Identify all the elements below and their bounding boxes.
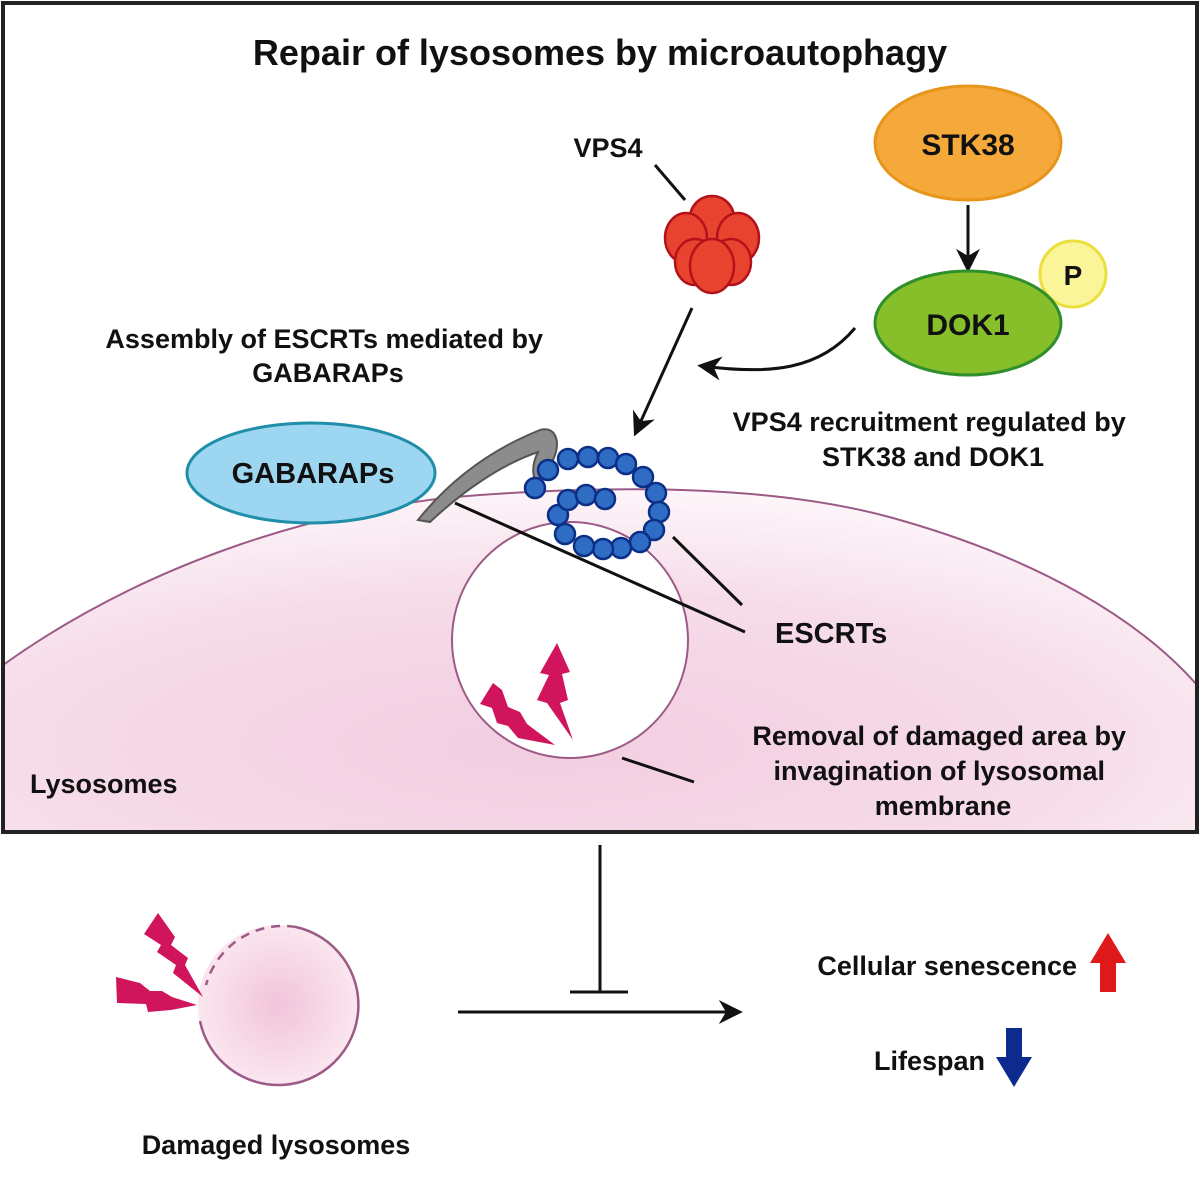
removal-annotation: Removal of damaged area by invagination … bbox=[752, 721, 1133, 821]
diagram-title: Repair of lysosomes by microautophagy bbox=[253, 32, 947, 73]
panel-frame bbox=[1, 1, 1199, 834]
vps4-recruitment-line-2: STK38 and DOK1 bbox=[822, 442, 1044, 472]
escrt-bead bbox=[556, 447, 580, 471]
vps4-to-escrt-arrow bbox=[632, 307, 694, 437]
escrt-bead bbox=[644, 481, 668, 505]
invagination-vesicle bbox=[451, 521, 689, 759]
gabaraps-node bbox=[185, 421, 437, 525]
escrt-assembly-annotation: Assembly of ESCRTs mediated by GABARAPs bbox=[105, 324, 550, 388]
phosphate-label: P bbox=[1064, 260, 1083, 291]
stk38-node bbox=[873, 84, 1063, 202]
escrt-leader-line-2 bbox=[671, 535, 744, 607]
escrt-bead bbox=[523, 476, 547, 500]
escrt-bead bbox=[536, 458, 560, 482]
escrt-bead bbox=[631, 465, 655, 489]
vps4-hexamer-icon bbox=[663, 194, 761, 295]
escrt-bead bbox=[574, 483, 598, 507]
gabaraps-label: GABARAPs bbox=[232, 458, 395, 490]
stk38-label: STK38 bbox=[921, 129, 1014, 162]
damaged-lysosome-membrane bbox=[198, 925, 360, 1087]
escrts-label: ESCRTs bbox=[775, 618, 887, 650]
escrt-assembly-line-2: GABARAPs bbox=[252, 358, 404, 388]
arrow-down-icon bbox=[996, 1028, 1032, 1087]
removal-line-1: Removal of damaged area by bbox=[752, 721, 1126, 751]
phosphate-badge bbox=[1038, 239, 1108, 309]
dok1-node bbox=[873, 269, 1063, 377]
dok1-regulation-arrow bbox=[697, 327, 857, 381]
damaged-lysosome-fill bbox=[198, 925, 358, 1085]
escrt-assembly-line-1: Assembly of ESCRTs mediated by bbox=[105, 324, 543, 354]
removal-line-3: membrane bbox=[875, 791, 1012, 821]
removal-leader-line bbox=[621, 756, 695, 784]
lifespan-label: Lifespan bbox=[874, 1046, 985, 1076]
escrt-leader-line-1 bbox=[454, 501, 746, 634]
escrt-bead bbox=[614, 452, 638, 476]
escrt-bead bbox=[593, 487, 617, 511]
lysosomes-label: Lysosomes bbox=[30, 769, 178, 799]
vps4-recruitment-annotation: VPS4 recruitment regulated by STK38 and … bbox=[733, 407, 1134, 472]
vps4-label: VPS4 bbox=[573, 133, 642, 163]
escrt-bead bbox=[642, 518, 666, 542]
damage-bolt-icon-2 bbox=[480, 683, 555, 745]
escrt-bead bbox=[591, 537, 615, 561]
escrt-bead bbox=[628, 530, 652, 554]
damage-bolt-icon-4 bbox=[116, 977, 197, 1012]
damaged-lysosome-broken-membrane bbox=[204, 924, 297, 986]
dok1-label: DOK1 bbox=[926, 309, 1009, 342]
cellular-senescence-label: Cellular senescence bbox=[817, 951, 1077, 981]
escrt-spiral bbox=[523, 445, 671, 561]
lysosome-membrane-region bbox=[3, 488, 1197, 832]
damage-bolt-icon-1 bbox=[537, 643, 573, 740]
removal-line-2: invagination of lysosomal bbox=[773, 756, 1105, 786]
damaged-lysosomes-label: Damaged lysosomes bbox=[142, 1130, 411, 1160]
damage-bolt-icon-3 bbox=[144, 913, 203, 997]
vps4-recruitment-line-1: VPS4 recruitment regulated by bbox=[733, 407, 1126, 437]
escrt-bead bbox=[572, 534, 596, 558]
escrt-bead bbox=[553, 522, 577, 546]
vps4-leader-line bbox=[653, 164, 687, 201]
arrow-up-icon bbox=[1090, 933, 1126, 992]
escrt-bead bbox=[576, 445, 600, 469]
